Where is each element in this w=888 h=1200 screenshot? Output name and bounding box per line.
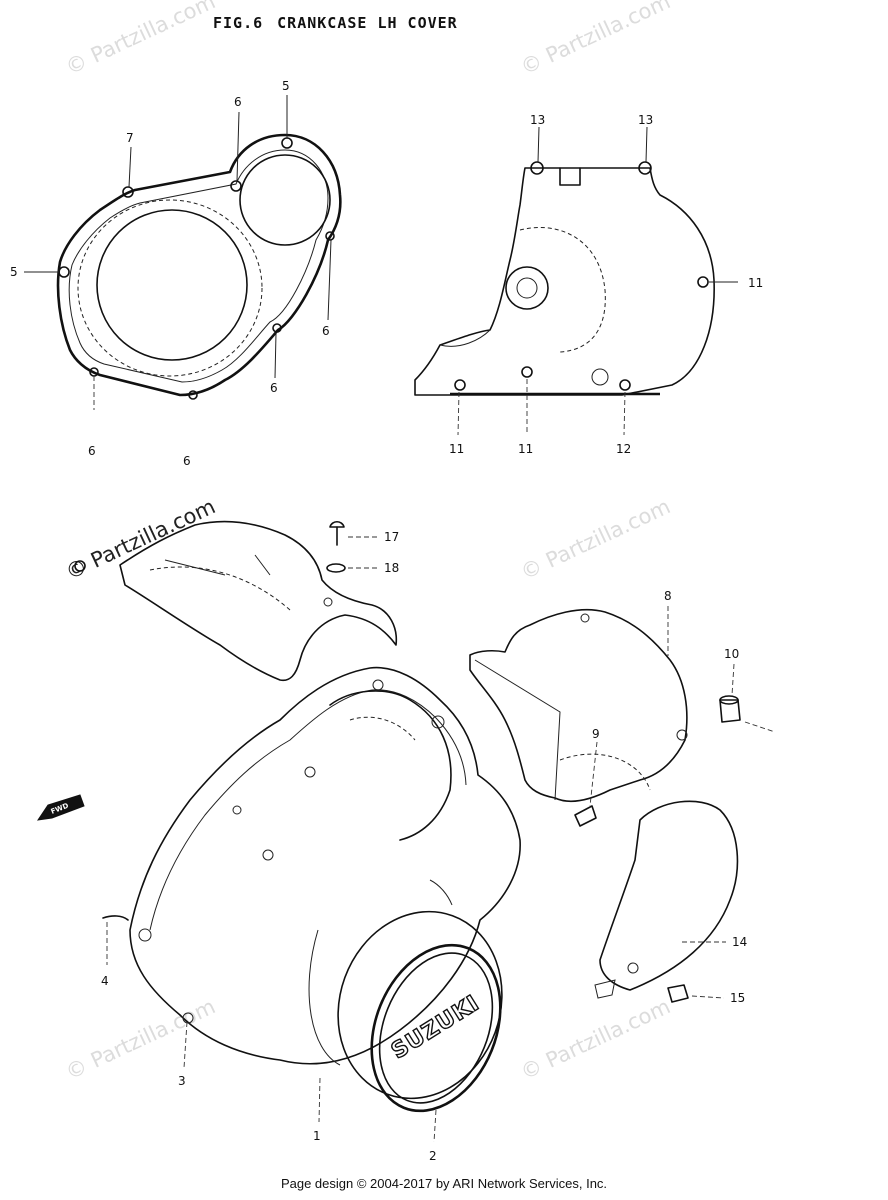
callout-13[interactable]: 13: [530, 113, 545, 127]
watermark-layer: © Partzilla.com © Partzilla.com © Partzi…: [62, 0, 674, 1085]
footer-copyright: Page design © 2004-2017 by ARI Network S…: [280, 1176, 608, 1191]
callout-14[interactable]: 14: [732, 935, 747, 949]
part-screw-17[interactable]: [329, 520, 345, 546]
part-gasket[interactable]: [56, 133, 342, 400]
callout-9[interactable]: 9: [592, 727, 600, 741]
sprocket-cover-leaders: [457, 126, 738, 436]
part-suzuki-badge[interactable]: SUZUKI: [348, 926, 524, 1130]
callout-6[interactable]: 6: [270, 381, 278, 395]
callout-8[interactable]: 8: [664, 589, 672, 603]
figure-title: FIG.6 CRANKCASE LH COVER: [213, 14, 472, 32]
callout-15[interactable]: 15: [730, 991, 745, 1005]
callout-5[interactable]: 5: [282, 79, 290, 93]
callout-6[interactable]: 6: [88, 444, 96, 458]
part-sprocket-cover[interactable]: [414, 161, 715, 396]
figure-name: CRANKCASE LH COVER: [277, 14, 458, 32]
part-washer-18[interactable]: [326, 563, 346, 573]
callout-17[interactable]: 17: [384, 530, 399, 544]
callout-12[interactable]: 12: [616, 442, 631, 456]
callout-6[interactable]: 6: [183, 454, 191, 468]
callout-2[interactable]: 2: [429, 1149, 437, 1163]
watermark: © Partzilla.com: [517, 494, 674, 584]
watermark: © Partzilla.com: [62, 494, 219, 584]
callout-1[interactable]: 1: [313, 1129, 321, 1143]
callout-11[interactable]: 11: [518, 442, 533, 456]
callout-4[interactable]: 4: [101, 974, 109, 988]
part-rear-cover-14[interactable]: [594, 800, 739, 999]
fwd-arrow-icon: FWD: [36, 794, 85, 821]
cover-leaders: [102, 915, 437, 1143]
callout-7[interactable]: 7: [126, 131, 134, 145]
callout-10[interactable]: 10: [724, 647, 739, 661]
callout-13[interactable]: 13: [638, 113, 653, 127]
watermark: © Partzilla.com: [517, 994, 674, 1084]
watermark: © Partzilla.com: [62, 0, 219, 80]
watermark: © Partzilla.com: [517, 0, 674, 80]
part-inner-cover[interactable]: [469, 608, 688, 802]
part-bolt-15[interactable]: [667, 984, 689, 1003]
callout-18[interactable]: 18: [384, 561, 399, 575]
part-cap-10[interactable]: [719, 695, 741, 723]
figure-number: FIG.6: [213, 14, 264, 32]
part-bolt-9[interactable]: [574, 805, 597, 827]
part-chain-guard[interactable]: [74, 520, 398, 682]
callout-6[interactable]: 6: [234, 95, 242, 109]
callout-3[interactable]: 3: [178, 1074, 186, 1088]
callout-11[interactable]: 11: [748, 276, 763, 290]
callout-11[interactable]: 11: [449, 442, 464, 456]
part-crankcase-cover[interactable]: [129, 666, 528, 1122]
gasket-leaders: [24, 95, 332, 410]
watermark: © Partzilla.com: [62, 994, 219, 1084]
callout-5[interactable]: 5: [10, 265, 18, 279]
callout-6[interactable]: 6: [322, 324, 330, 338]
badge-text: SUZUKI: [387, 991, 484, 1065]
